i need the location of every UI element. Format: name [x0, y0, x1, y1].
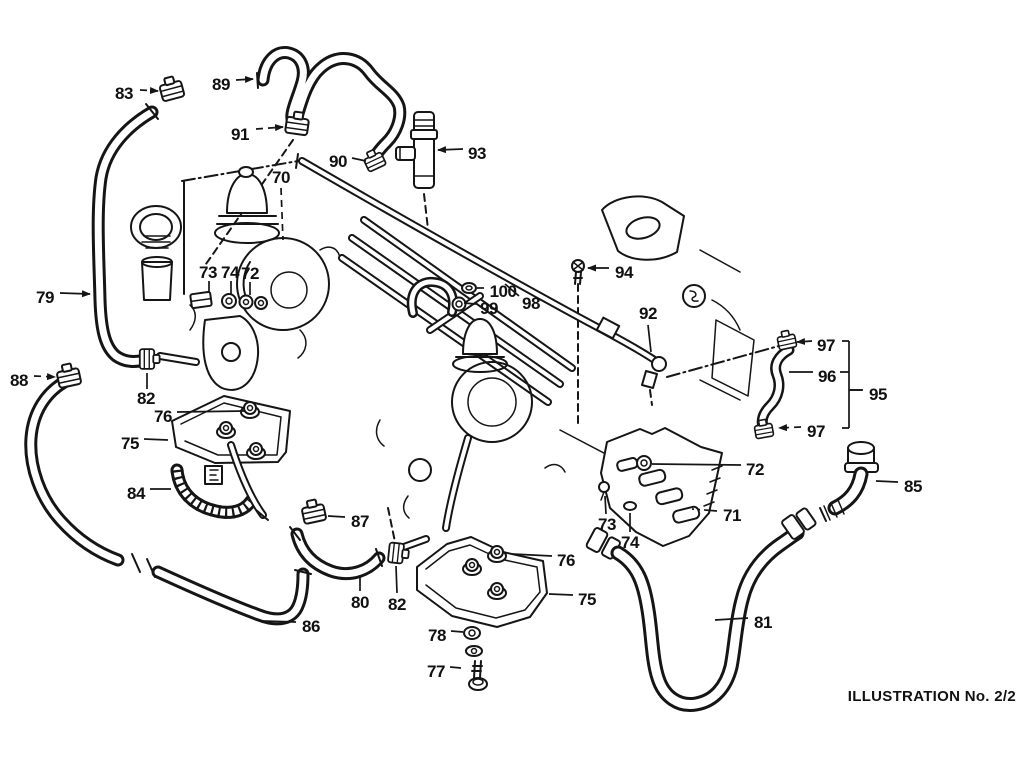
leader-line-90 [351, 157, 367, 162]
small-parts-drawing [189, 259, 585, 312]
leader-line-93 [437, 146, 464, 154]
hose-86-drawing [24, 374, 312, 626]
leader-line-81 [714, 617, 749, 621]
part-label-75b: 75 [578, 590, 596, 609]
part-label-100: 100 [490, 282, 517, 301]
valve-cover-right-drawing [416, 536, 548, 691]
part-label-98: 98 [522, 294, 540, 313]
part-label-79: 79 [36, 288, 54, 307]
part-label-73b: 73 [598, 515, 616, 534]
part-label-73a: 73 [199, 263, 217, 282]
leader-line-76b [511, 553, 553, 557]
leader-line-89 [235, 75, 254, 83]
part-label-84: 84 [127, 484, 146, 503]
leader-line-72b [651, 463, 742, 466]
hose-80-drawing [227, 441, 430, 581]
heat-shield-71-drawing [598, 427, 723, 547]
part-label-92: 92 [639, 304, 657, 323]
part-label-91: 91 [231, 125, 249, 144]
leader-line-79 [59, 290, 91, 298]
leader-line-88 [33, 373, 56, 381]
leader-line-99 [463, 302, 477, 305]
leader-line-78 [450, 630, 464, 633]
leader-line-71 [691, 508, 718, 512]
part-label-81: 81 [754, 613, 772, 632]
part-label-85: 85 [904, 477, 922, 496]
leader-line-87 [327, 515, 346, 518]
leader-line-86 [262, 620, 297, 623]
leader-line-92 [647, 324, 652, 353]
part-label-80: 80 [351, 593, 369, 612]
part-label-94: 94 [615, 263, 634, 282]
hose-89-drawing [256, 46, 407, 166]
ribbed-band-84-drawing [170, 463, 258, 519]
valve-cover-left-drawing [171, 395, 291, 485]
fuel-rail-drawing [295, 153, 667, 406]
part-label-87: 87 [351, 512, 369, 531]
part-label-72b: 72 [746, 460, 764, 479]
leader-line-85 [875, 480, 899, 483]
hose-81-drawing [585, 507, 817, 712]
leader-line-70 [280, 187, 284, 241]
part-label-96: 96 [818, 367, 836, 386]
illustration-number-caption: ILLUSTRATION No. 2/2 [847, 688, 1016, 705]
part-label-99: 99 [480, 299, 498, 318]
engine-block-drawing [130, 166, 755, 532]
tee-fitting-93-drawing [395, 111, 438, 189]
hose-79-drawing [91, 103, 200, 368]
part-label-77: 77 [427, 662, 445, 681]
leader-line-97b [778, 424, 802, 432]
part-label-90: 90 [329, 152, 347, 171]
part-label-88: 88 [10, 371, 28, 390]
leader-line-91 [255, 124, 284, 132]
part-label-86: 86 [302, 617, 320, 636]
part-label-71: 71 [723, 506, 741, 525]
part-label-76b: 76 [557, 551, 575, 570]
part-label-97b: 97 [807, 422, 825, 441]
part-label-82a: 82 [137, 389, 155, 408]
leader-line-73b [604, 495, 607, 515]
part-label-95: 95 [869, 385, 887, 404]
part-label-82b: 82 [388, 595, 406, 614]
elbow-85-drawing [819, 441, 879, 522]
part-label-83: 83 [115, 84, 133, 103]
hose-95-group-drawing [752, 328, 862, 440]
part-label-74a: 74 [221, 263, 240, 282]
part-label-78: 78 [428, 626, 446, 645]
leader-line-83 [139, 87, 159, 95]
leader-line-97a [796, 337, 813, 345]
leader-line-75b [548, 593, 574, 596]
leader-line-98 [504, 283, 520, 297]
leader-line-75a [143, 438, 169, 441]
part-label-74b: 74 [621, 533, 640, 552]
leader-line-77 [449, 666, 462, 669]
part-label-97a: 97 [817, 336, 835, 355]
part-label-75a: 75 [121, 434, 139, 453]
leader-line-76a [176, 410, 246, 413]
part-label-72a: 72 [241, 264, 259, 283]
part-label-76a: 76 [154, 407, 172, 426]
leader-line-82b [395, 565, 398, 594]
part-label-70: 70 [272, 168, 290, 187]
part-label-93: 93 [468, 144, 486, 163]
part-label-89: 89 [212, 75, 230, 94]
